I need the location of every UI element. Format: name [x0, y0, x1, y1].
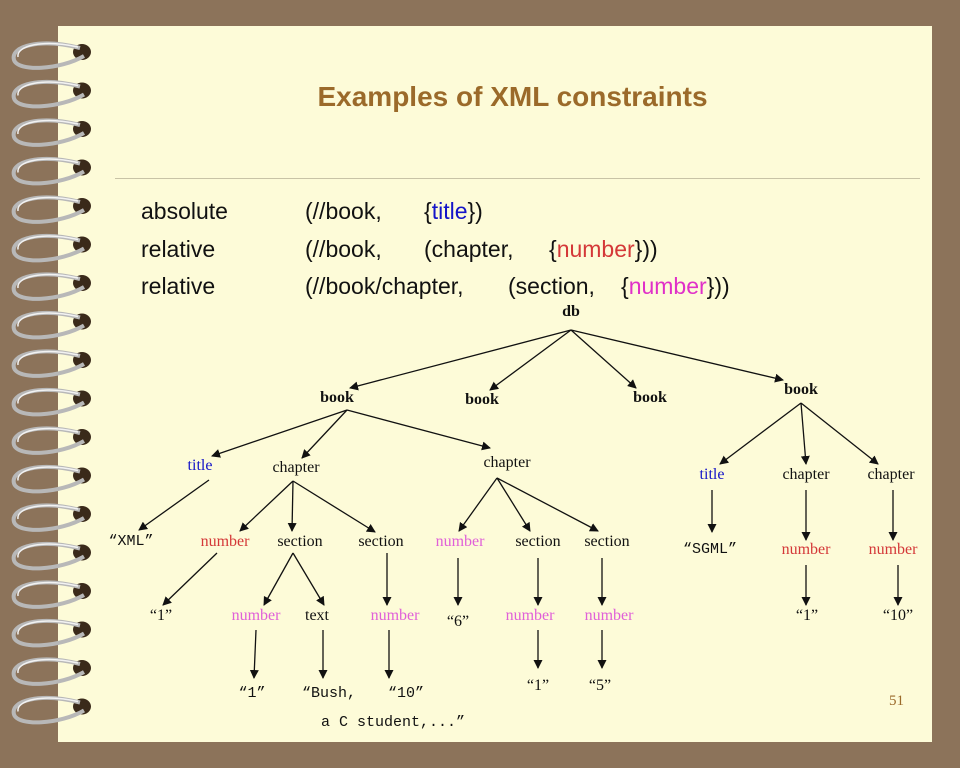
tree-node-number: number [869, 541, 919, 558]
tree-node-title: title [188, 457, 213, 474]
page-number: 51 [889, 693, 904, 709]
tree-node-section: section [515, 533, 560, 550]
tree-node-number: number [371, 607, 421, 624]
spiral-ring-icon [11, 503, 91, 532]
constraint-target: (//book/chapter, [305, 273, 464, 299]
tree-node-book: book [320, 389, 354, 406]
tree-edge-arrow [719, 402, 802, 465]
tree-edge-arrow [346, 409, 491, 451]
tree-edge-arrow [489, 329, 572, 391]
tree-edge-arrow [570, 329, 637, 389]
key-field-title: title [431, 198, 468, 224]
tree-node-chapter: chapter [483, 454, 531, 471]
key-field-number: number [628, 273, 707, 299]
spiral-ring-icon [11, 349, 91, 378]
tree-node-book: book [784, 381, 818, 398]
tree-node-section: section [358, 533, 403, 550]
tree-edge-arrow [349, 329, 572, 391]
tree-node-db: db [562, 303, 580, 320]
constraint-line-3: relative (//book/chapter, (section, {number… [141, 273, 730, 300]
tree-edge-arrow [292, 480, 376, 533]
tree-nodes: db book book book book title chapter chapter tit… [108, 303, 918, 731]
spiral-ring-icon [11, 118, 91, 147]
tree-value: “10” [883, 607, 913, 624]
tree-edge-arrow [458, 477, 498, 532]
tree-edge-arrow [249, 629, 259, 679]
tree-node-number: number [232, 607, 282, 624]
constraint-kind: relative [141, 273, 216, 299]
tree-edge-arrow [800, 402, 879, 465]
tree-value: a C student,...” [321, 714, 465, 731]
tree-node-number: number [585, 607, 635, 624]
tree-edge-arrow [496, 477, 531, 532]
constraint-line-1: absolute (//book, {title}) [141, 198, 483, 225]
constraint-target: (//book, [305, 236, 382, 262]
tree-edge-arrow [211, 409, 348, 458]
key-field-number: number [556, 236, 635, 262]
constraint-kind: relative [141, 236, 216, 262]
tree-node-number: number [506, 607, 556, 624]
tree-value: “XML” [108, 533, 153, 550]
tree-value: “1” [150, 607, 172, 624]
tree-node-section: section [584, 533, 629, 550]
spiral-ring-icon [11, 657, 91, 686]
tree-node-section: section [277, 533, 322, 550]
tree-node-chapter: chapter [272, 459, 320, 476]
tree-value: “Bush, [302, 685, 356, 702]
slide-title: Examples of XML constraints [317, 81, 708, 112]
tree-value: “5” [589, 677, 611, 694]
tree-node-text: text [305, 607, 330, 624]
tree-node-book: book [633, 389, 667, 406]
spiral-ring-icon [11, 311, 91, 340]
spiral-ring-icon [11, 272, 91, 301]
constraint-line-2: relative (//book, (chapter, {number})) [141, 236, 658, 263]
tree-edge-arrow [496, 477, 599, 532]
constraint-key: {title}) [424, 198, 483, 224]
tree-edge-arrow [292, 552, 325, 606]
constraint-key: {number})) [621, 273, 730, 299]
tree-edge-arrow [138, 479, 210, 531]
tree-edge-arrow [301, 409, 348, 459]
spiral-ring-icon [11, 696, 91, 725]
tree-edge-arrow [800, 402, 810, 465]
constraint-key: {number})) [549, 236, 658, 262]
spiral-ring-icon [11, 619, 91, 648]
spiral-ring-icon [11, 80, 91, 109]
tree-value: “SGML” [683, 541, 737, 558]
tree-node-number: number [436, 533, 486, 550]
spiral-binding [11, 41, 91, 725]
spiral-ring-icon [11, 41, 91, 70]
constraint-target: (//book, [305, 198, 382, 224]
spiral-ring-icon [11, 465, 91, 494]
spiral-ring-icon [11, 157, 91, 186]
tree-value: “1” [796, 607, 818, 624]
tree-edge-arrow [570, 329, 784, 383]
spiral-ring-icon [11, 542, 91, 571]
tree-node-chapter: chapter [782, 466, 830, 483]
tree-value: “10” [388, 685, 424, 702]
spiral-ring-icon [11, 388, 91, 417]
constraint-kind: absolute [141, 198, 228, 224]
tree-edge-arrow [239, 480, 294, 532]
tree-value: “1” [238, 685, 265, 702]
spiral-ring-icon [11, 580, 91, 609]
tree-edge-arrow [162, 552, 218, 606]
spiral-ring-icon [11, 426, 91, 455]
constraint-context: (section, [508, 273, 595, 299]
tree-edge-arrow [287, 480, 297, 532]
tree-node-title: title [700, 466, 725, 483]
spiral-ring-icon [11, 234, 91, 263]
tree-node-number: number [782, 541, 832, 558]
constraint-context: (chapter, [424, 236, 514, 262]
spiral-ring-icon [11, 195, 91, 224]
tree-node-chapter: chapter [867, 466, 915, 483]
title-divider [115, 178, 920, 179]
tree-edge-arrow [263, 552, 294, 606]
tree-value: “6” [447, 613, 469, 630]
tree-node-number: number [201, 533, 251, 550]
tree-value: “1” [527, 677, 549, 694]
tree-edges [138, 329, 903, 679]
tree-node-book: book [465, 391, 499, 408]
